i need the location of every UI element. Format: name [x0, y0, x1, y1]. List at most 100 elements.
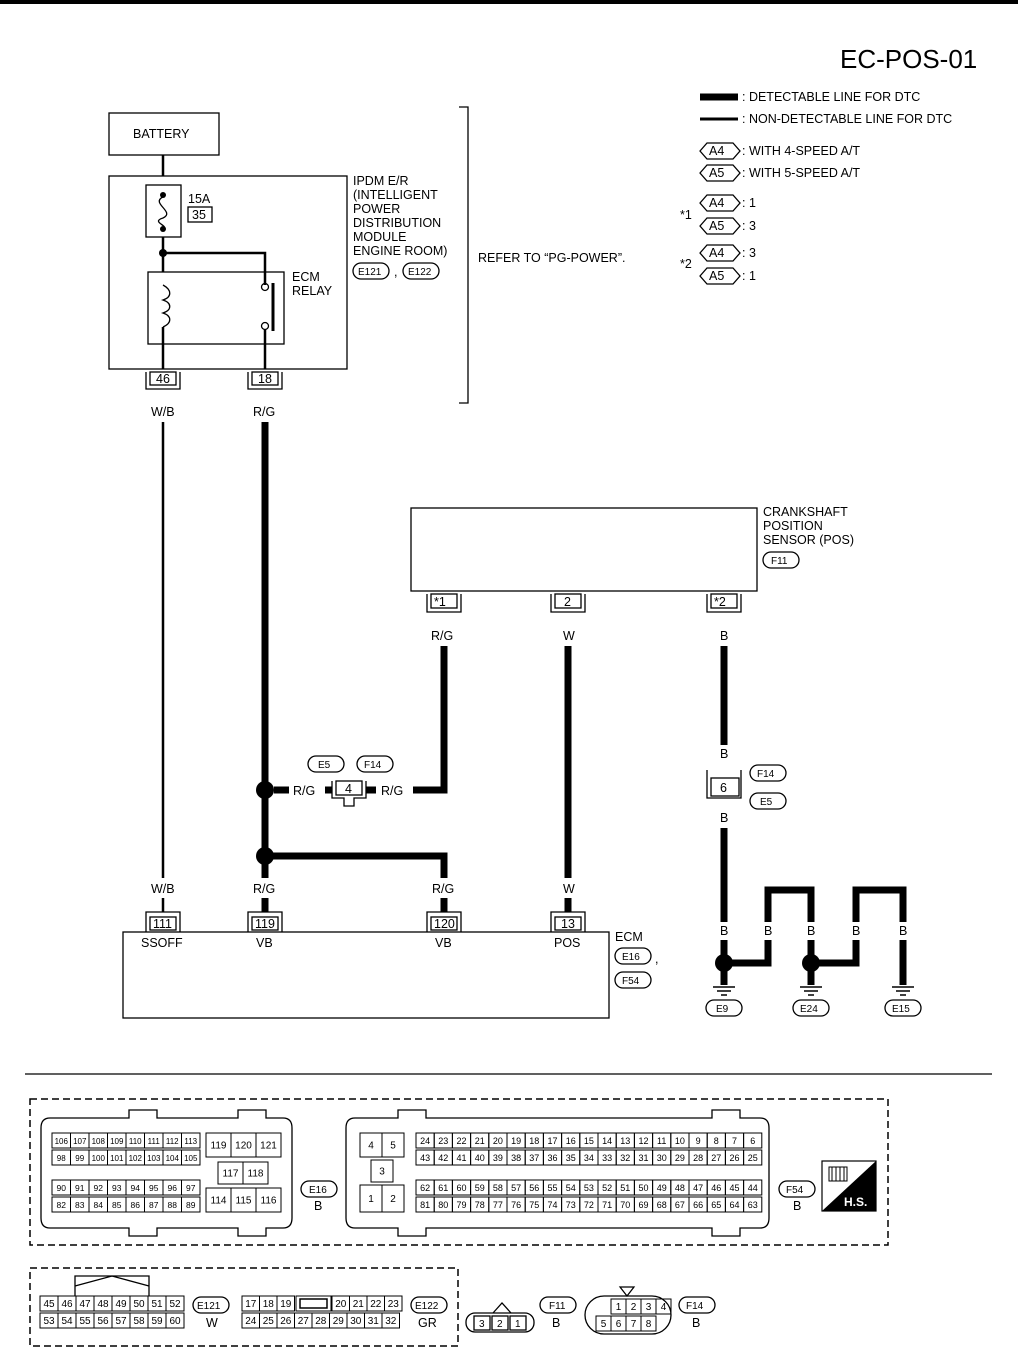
star2-a4-shape	[699, 244, 741, 262]
wire-color-b-g1: B	[720, 924, 728, 938]
e122-pin-32: 32	[385, 1316, 397, 1327]
f54-id-shape	[778, 1180, 816, 1198]
f14-pin-2: 2	[631, 1302, 637, 1313]
f54-pin-46: 46	[711, 1183, 721, 1193]
f54-pin-32: 32	[620, 1153, 630, 1163]
ipdm-line-6: ENGINE ROOM)	[353, 244, 447, 258]
f11-id: F11	[549, 1301, 566, 1312]
legend: : DETECTABLE LINE FOR DTC : NON-DETECTAB…	[680, 90, 952, 285]
wire-color-w-sensor: W	[563, 629, 575, 643]
f54-pin-16: 16	[566, 1136, 576, 1146]
e121-pin-60: 60	[169, 1316, 181, 1327]
joint-conn1: E5	[318, 760, 331, 771]
f54-pin-53: 53	[584, 1183, 594, 1193]
f54-pin-81: 81	[420, 1200, 430, 1210]
e16-pin-118: 118	[248, 1169, 264, 1180]
ipdm-line-1: IPDM E/R	[353, 174, 409, 188]
ecm-term-ssoff: SSOFF	[141, 936, 183, 950]
ecm-relay-box	[147, 271, 285, 345]
star1-a4-shape	[699, 194, 741, 212]
e122-pin-30: 30	[350, 1316, 362, 1327]
f54-pin-2: 2	[390, 1194, 396, 1205]
f54-pin-6-cell	[743, 1132, 763, 1149]
f54-pin-35: 35	[566, 1153, 576, 1163]
ecm-conn2: F54	[622, 976, 640, 987]
sensor-line-1: CRANKSHAFT	[763, 505, 848, 519]
ground-e24: E24	[800, 1004, 818, 1015]
e16-pin-118-cell	[242, 1161, 269, 1185]
sensor-pin-1: *1	[426, 593, 462, 613]
f14-pin-7: 7	[631, 1319, 637, 1330]
wire-color-b-g4: B	[852, 924, 860, 938]
star2-a5-shape	[699, 267, 741, 285]
f54-pin-67: 67	[675, 1200, 685, 1210]
ecm-conn1: E16	[622, 952, 640, 963]
e121-pin-53: 53	[43, 1316, 55, 1327]
f54-pin-78: 78	[475, 1200, 485, 1210]
f54-pin-3-cell	[370, 1159, 394, 1183]
f14-pin-3: 3	[646, 1302, 652, 1313]
ecm-pin-111-label: 111	[153, 917, 172, 931]
f54-pin-76: 76	[511, 1200, 521, 1210]
e16-pin-92: 92	[94, 1183, 104, 1193]
e122-id-shape	[410, 1296, 448, 1314]
e122-pin-19-cell	[276, 1295, 295, 1312]
e16-pin-95: 95	[149, 1183, 159, 1193]
e121-pin-50: 50	[133, 1299, 145, 1310]
e122-pin-27: 27	[298, 1316, 310, 1327]
e16-pin-101: 101	[110, 1154, 124, 1163]
relay-contact-feed	[163, 251, 267, 285]
e122-id: E122	[415, 1301, 439, 1312]
e16-pin-105-cell	[181, 1149, 201, 1166]
ground-e24-shape	[792, 999, 830, 1017]
f54-pin-60: 60	[456, 1183, 466, 1193]
ground-e9: E9	[716, 1004, 729, 1015]
f54-pin-1: 1	[368, 1194, 374, 1205]
f14-pin-8-cell	[640, 1315, 657, 1332]
ipdm-conn-sep: ,	[394, 265, 397, 279]
fuse-terminal-top	[160, 192, 166, 198]
f54-pin-77: 77	[493, 1200, 503, 1210]
f54-pin-47: 47	[693, 1183, 703, 1193]
f54-connector-outline	[345, 1109, 770, 1237]
f14-pin-8: 8	[646, 1319, 652, 1330]
f54-pin-55: 55	[547, 1183, 557, 1193]
f54-pin-71: 71	[602, 1200, 612, 1210]
e16-pin-88: 88	[168, 1200, 178, 1210]
f54-pin-63-cell	[743, 1196, 763, 1213]
ecm-term-vb2: VB	[435, 936, 452, 950]
f54-pin-25: 25	[748, 1153, 758, 1163]
f54-pin-19: 19	[511, 1136, 521, 1146]
e16-connector-outline	[40, 1109, 293, 1237]
e122-pin-22: 22	[370, 1299, 382, 1310]
f54-pin-24: 24	[420, 1136, 430, 1146]
f54-pin-4: 4	[368, 1141, 374, 1152]
e16-pin-107: 107	[73, 1137, 87, 1146]
e16-pin-110: 110	[129, 1137, 142, 1146]
e16-pin-98: 98	[57, 1154, 66, 1163]
f14-connector-face	[584, 1286, 672, 1335]
splice-rg-1	[256, 781, 274, 799]
f54-pin-2-cell	[381, 1184, 405, 1213]
e122-pin-18: 18	[263, 1299, 275, 1310]
e16-pin-111: 111	[148, 1137, 161, 1146]
joint-b-conn1-shape	[749, 764, 787, 782]
star1-label: *1	[680, 208, 692, 222]
star2-a4-value: : 3	[742, 246, 756, 260]
relay-label-2: RELAY	[292, 284, 333, 298]
f54-pin-73: 73	[566, 1200, 576, 1210]
wire-color-b-sensor: B	[720, 629, 728, 643]
f54-pin-57: 57	[511, 1183, 521, 1193]
star2-a5-tag: A5	[709, 269, 724, 283]
wire-color-rg-ecm2: R/G	[432, 882, 454, 896]
fuse-element-icon	[157, 196, 168, 230]
f54-pin-10: 10	[675, 1136, 685, 1146]
ecm-term-vb1: VB	[256, 936, 273, 950]
sensor-conn: F11	[771, 556, 788, 567]
e122-pin-23: 23	[388, 1299, 400, 1310]
ecm-term-pos: POS	[554, 936, 580, 950]
wire-color-wb-top: W/B	[151, 405, 175, 419]
f54-pin-52: 52	[602, 1183, 612, 1193]
f54-pin-40: 40	[475, 1153, 485, 1163]
